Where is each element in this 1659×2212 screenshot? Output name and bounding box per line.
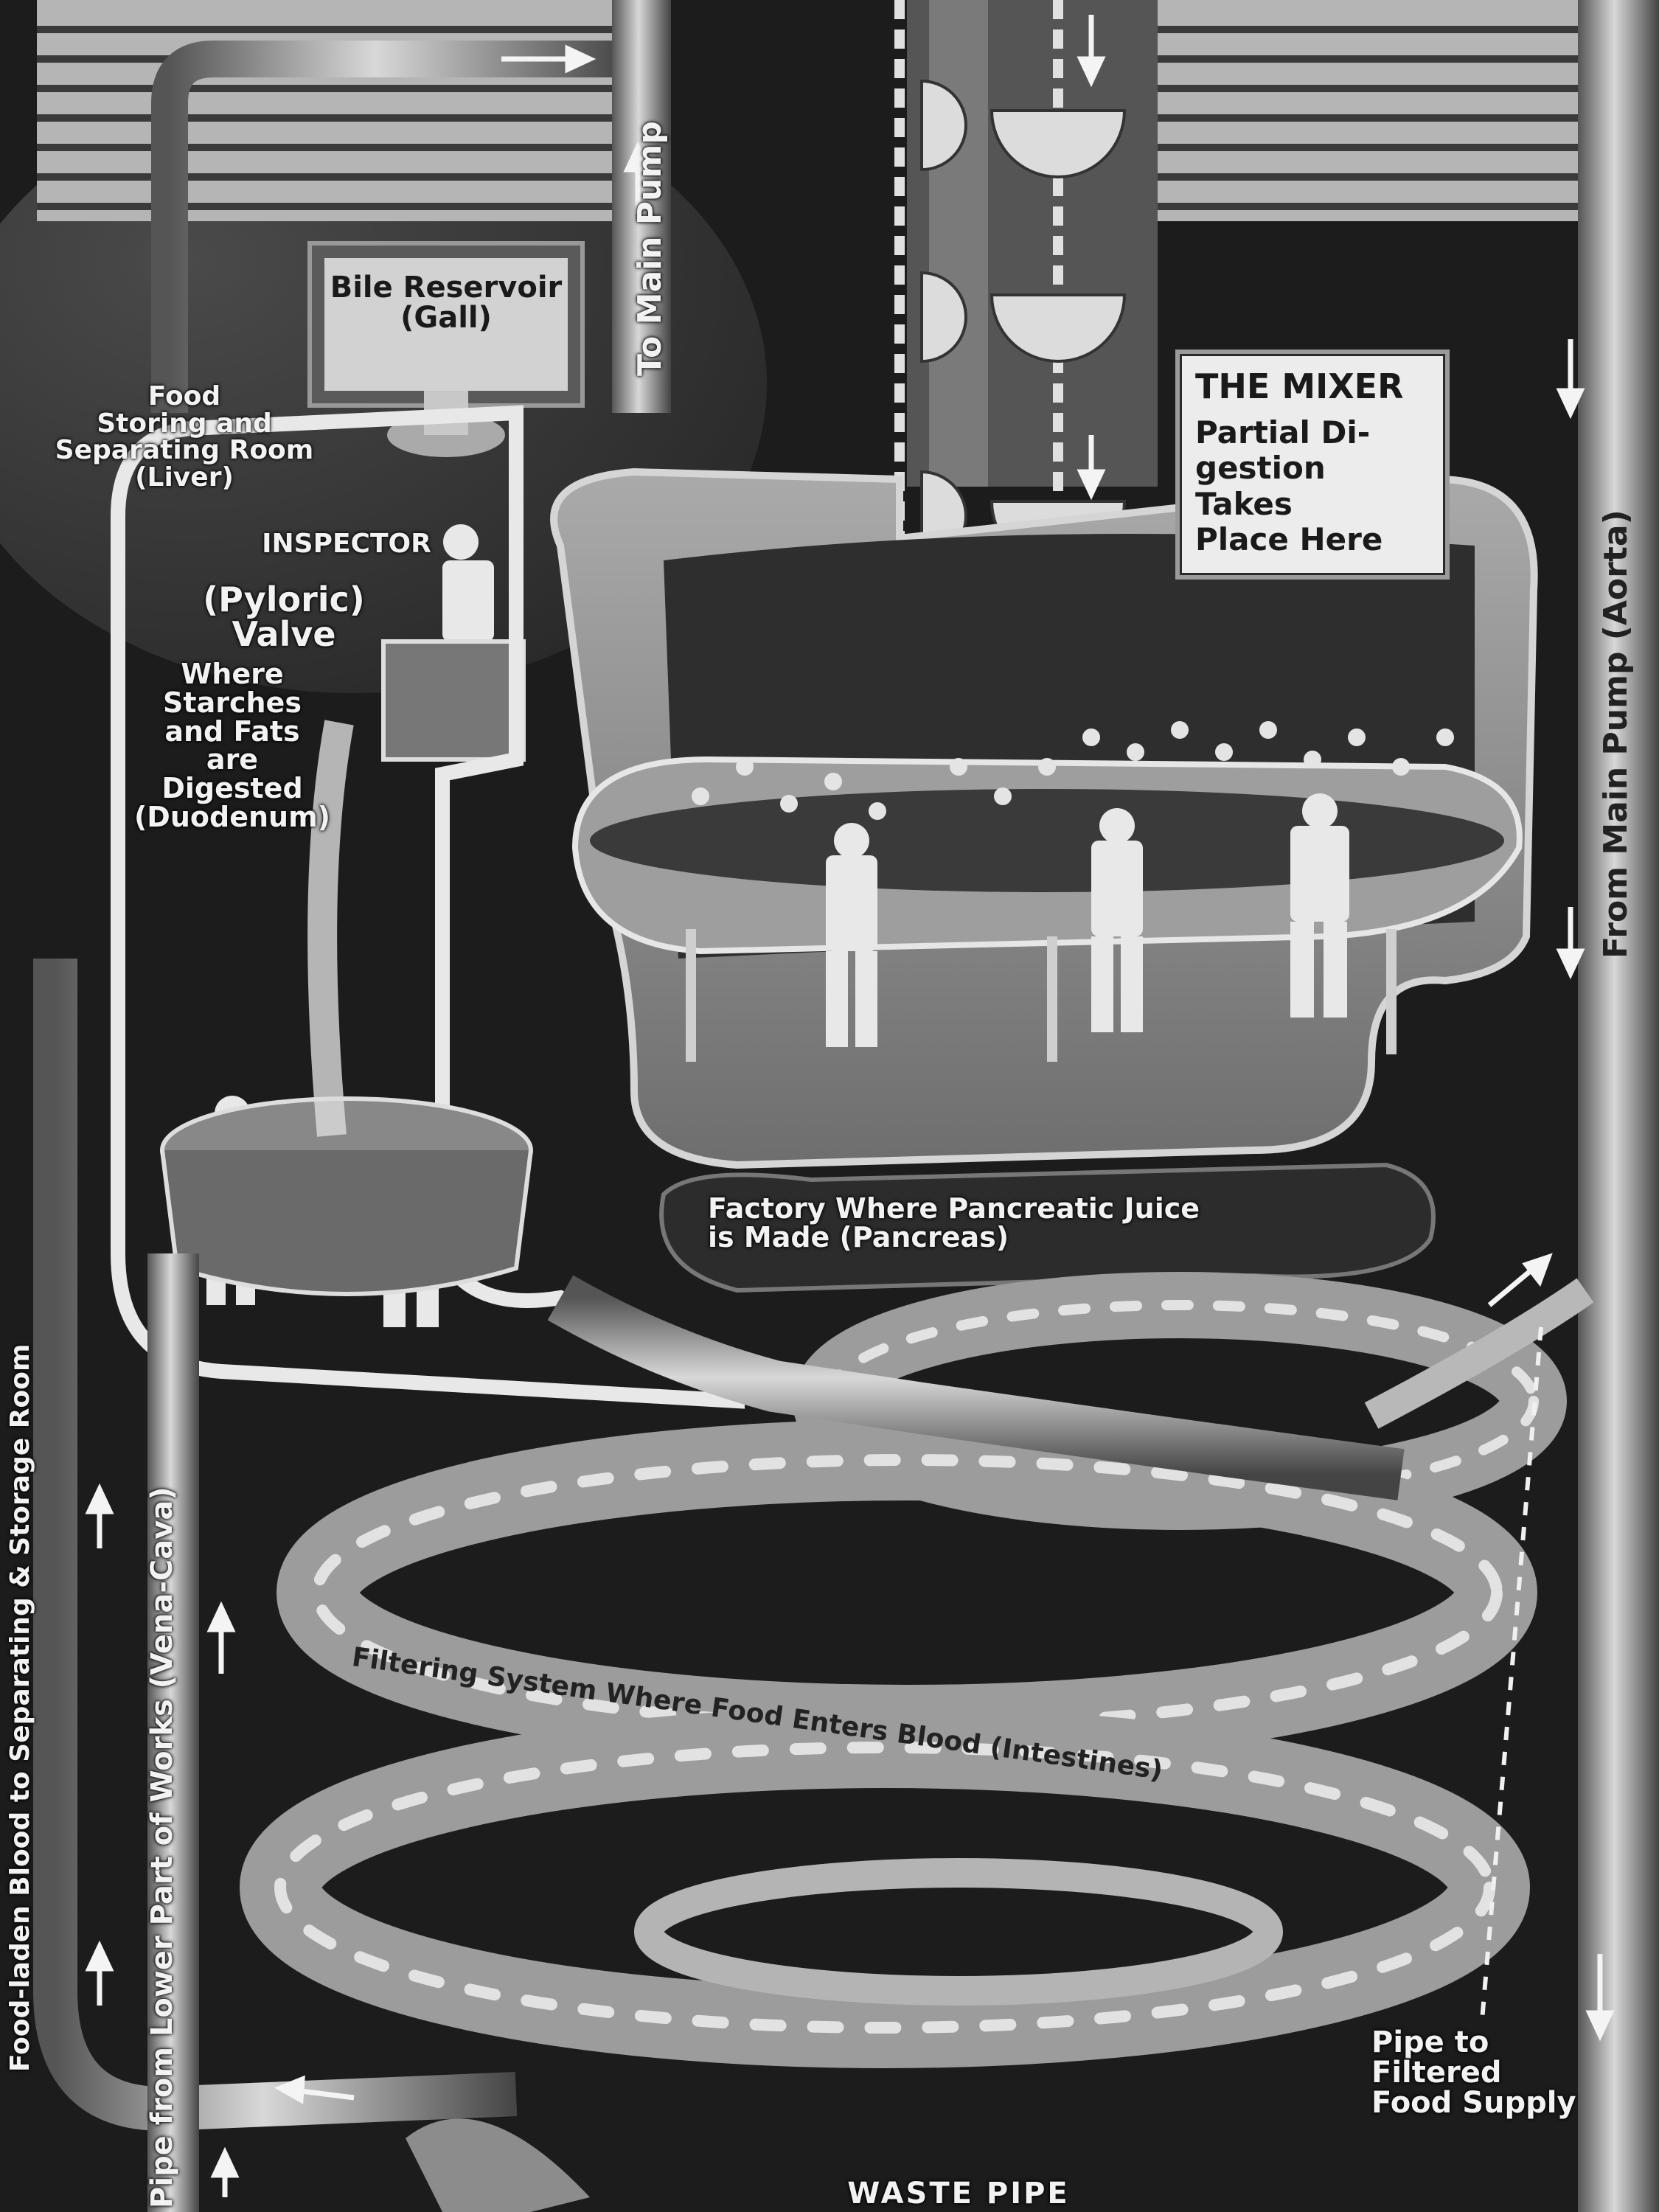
the-mixer-sign: THE MIXER Partial Di- gestion Takes Plac…: [1180, 354, 1445, 575]
pancreas-label: Factory Where Pancreatic Juice is Made (…: [708, 1192, 1200, 1253]
duodenum-chamber: [111, 405, 745, 1409]
bile-pouring: [307, 720, 354, 1137]
intestine-coils: [240, 1272, 1567, 2068]
filtered-food-supply-label: Pipe to Filtered Food Supply: [1371, 2025, 1576, 2120]
food-laden-blood-label: Food-laden Blood to Separating & Storage…: [5, 1343, 35, 2072]
food-laden-blood-pipe: [33, 959, 518, 2132]
inspector-label: INSPECTOR: [262, 529, 431, 559]
waste-pipe-label: WASTE PIPE: [847, 2177, 1070, 2211]
duodenum-to-intestine-pipe: [547, 1275, 1405, 1500]
aorta-label: From Main Pump (Aorta): [1597, 509, 1635, 959]
intestine-to-aorta-pipe: [1364, 1278, 1594, 1429]
top-louvres-left: [37, 0, 619, 221]
vena-cava-pipe: [147, 1253, 199, 2212]
top-louvres-right: [1150, 0, 1578, 221]
bile-reservoir-label: Bile Reservoir (Gall): [330, 271, 563, 335]
vena-cava-label: Pipe from Lower Part of Works (Vena-Cava…: [145, 1486, 179, 2208]
filtered-food-dashed-line: [1480, 1326, 1543, 2021]
the-mixer-title: THE MIXER: [1195, 366, 1404, 406]
liver-label: Food Storing and Separating Room (Liver): [55, 381, 314, 493]
liver-top-pipe: [151, 41, 627, 413]
pancreas: [659, 1162, 1436, 1293]
waste-pipe: [406, 2118, 590, 2212]
flow-arrows: [85, 15, 1615, 2197]
pyloric-valve-label: (Pyloric) Valve: [203, 580, 365, 654]
pyloric-valve-booth: [381, 639, 526, 762]
aorta-pipe: [1578, 0, 1659, 2212]
the-mixer-description: Partial Di- gestion Takes Place Here: [1195, 414, 1383, 557]
juice-drops: [692, 721, 1454, 820]
duodenum-label: Where Starches and Fats are Digested (Du…: [133, 658, 331, 833]
to-main-pump-pipe: [612, 0, 671, 413]
to-main-pump-label: To Main Pump: [631, 121, 669, 376]
